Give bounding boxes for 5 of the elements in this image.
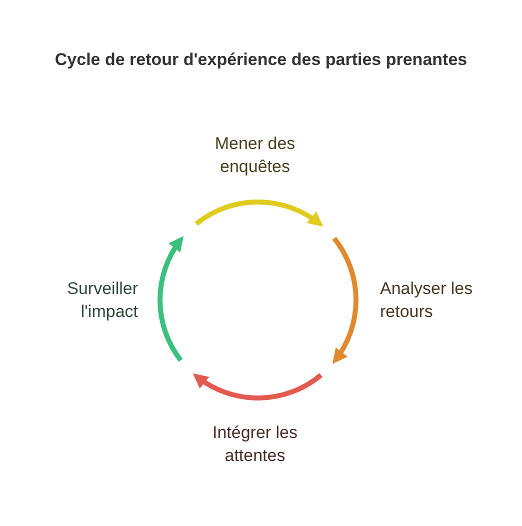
stage-label: Surveiller l'impact xyxy=(66,278,138,323)
stage-label: Intégrer les attentes xyxy=(211,422,299,467)
stage-label: Analyser les retours xyxy=(380,278,474,323)
stage-label: Mener des enquêtes xyxy=(214,133,296,178)
diagram-title: Cycle de retour d'expérience des parties prenantes xyxy=(54,50,468,70)
